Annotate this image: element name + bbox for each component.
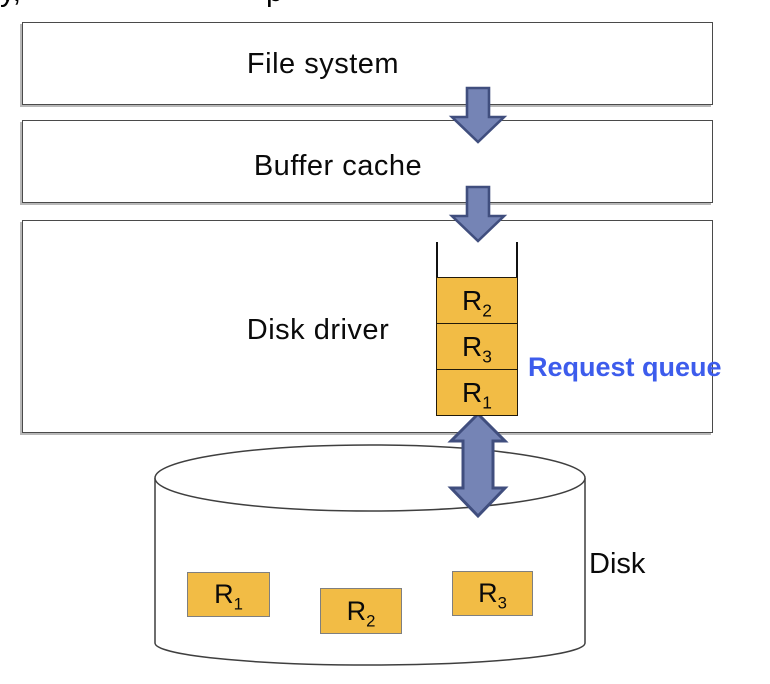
clipped-heading-right: p bbox=[266, 0, 283, 7]
queue-cell-r3-label: R3 bbox=[462, 330, 492, 367]
disk-driver-label: Disk driver bbox=[246, 314, 390, 346]
clipped-heading-fragment: y, p bbox=[0, 0, 770, 7]
file-system-label: File system bbox=[246, 48, 400, 80]
queue-cell-r3: R3 bbox=[436, 323, 518, 370]
request-queue-label: Request queue bbox=[528, 352, 722, 382]
disk-block-r3-label: R3 bbox=[478, 578, 507, 613]
disk-block-r1-label: R1 bbox=[214, 579, 243, 614]
disk-driver-box bbox=[22, 220, 713, 433]
disk-label: Disk bbox=[589, 548, 646, 580]
queue-cell-r2-label: R2 bbox=[462, 284, 492, 321]
disk-block-r2-label: R2 bbox=[346, 595, 376, 630]
queue-cell-r1: R1 bbox=[436, 369, 518, 416]
disk-cylinder bbox=[154, 444, 586, 666]
disk-block-r2: R2 bbox=[320, 588, 402, 634]
disk-block-r3: R3 bbox=[452, 571, 533, 616]
buffer-cache-label: Buffer cache bbox=[253, 150, 423, 182]
buffer-cache-box bbox=[22, 120, 713, 203]
clipped-heading-left: y, bbox=[0, 0, 21, 7]
disk-block-r1: R1 bbox=[187, 572, 270, 617]
queue-cell-r2: R2 bbox=[436, 277, 518, 324]
down-arrow-icon-fs-to-cache bbox=[448, 86, 508, 144]
queue-cell-r1-label: R1 bbox=[462, 376, 492, 413]
file-system-box bbox=[22, 22, 713, 105]
double-arrow-icon-driver-to-disk bbox=[447, 411, 509, 519]
down-arrow-icon-cache-to-driver bbox=[448, 185, 508, 243]
